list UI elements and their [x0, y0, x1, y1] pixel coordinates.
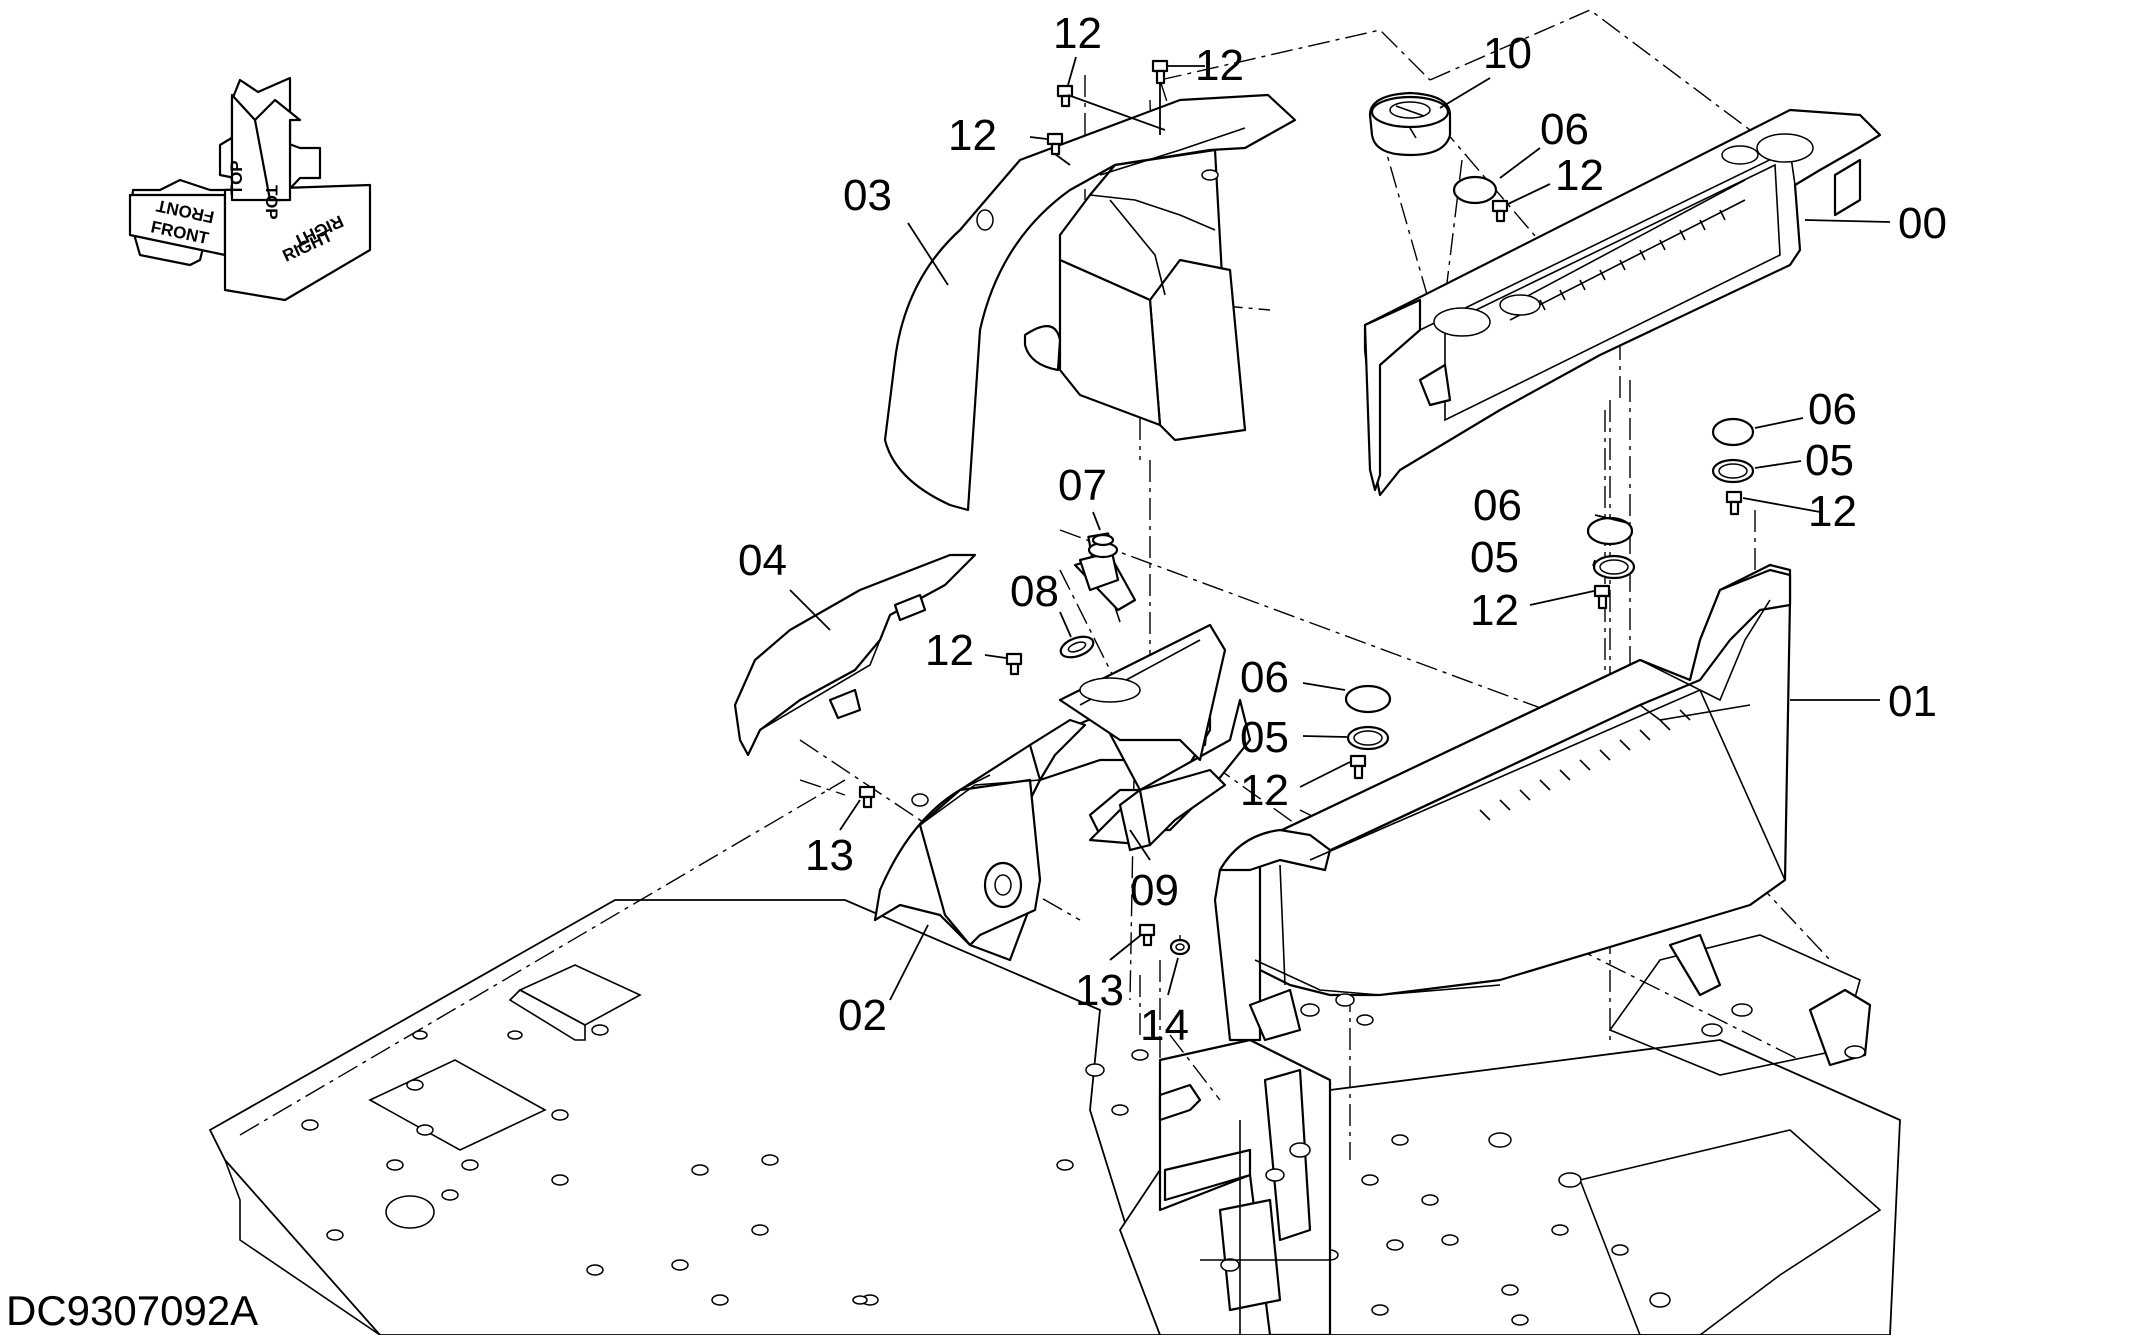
callout-02: 02 — [838, 991, 887, 1040]
cap-06-top — [1452, 175, 1498, 205]
bolt-items — [858, 59, 1743, 956]
bolt-12-right — [1725, 490, 1743, 516]
bolt-13-left — [858, 785, 876, 809]
callout-12-right: 12 — [1808, 487, 1857, 536]
callout-10: 10 — [1483, 29, 1532, 78]
callout-03: 03 — [843, 171, 892, 220]
callout-09: 09 — [1130, 866, 1179, 915]
callout-00: 00 — [1898, 199, 1947, 248]
part-07-socket — [1073, 532, 1137, 623]
callout-labels: 00 01 02 03 04 05 05 05 06 06 06 06 07 0… — [738, 9, 1947, 1050]
callout-13-left: 13 — [805, 831, 854, 880]
part-00-console — [1363, 108, 1882, 497]
callout-12-top-right: 12 — [1195, 41, 1244, 90]
callout-06-mid: 06 — [1473, 481, 1522, 530]
callout-13-lower: 13 — [1075, 966, 1124, 1015]
bolt-12-top-mid — [1151, 59, 1169, 85]
cap-06-items — [1344, 175, 1755, 714]
callout-04: 04 — [738, 536, 787, 585]
callout-12-top-left: 12 — [1053, 9, 1102, 58]
bolt-12-console — [1491, 199, 1509, 223]
callout-05-mid: 05 — [1470, 533, 1519, 582]
callout-12-console: 12 — [1555, 151, 1604, 200]
bolt-12-left — [1046, 132, 1064, 156]
callout-06-top: 06 — [1540, 105, 1589, 154]
callout-14: 14 — [1140, 1001, 1189, 1050]
bolt-12-mid — [1593, 584, 1611, 610]
part-02-column — [873, 623, 1252, 962]
callout-06-right: 06 — [1808, 385, 1857, 434]
callout-06-lower: 06 — [1240, 653, 1289, 702]
orientation-top-label: TOP — [227, 160, 246, 195]
callout-12-left: 12 — [948, 111, 997, 160]
orientation-top-label-mirror: TOP — [262, 185, 281, 220]
part-08-ring — [1059, 635, 1095, 659]
floor-plate — [208, 899, 1374, 1335]
part-01-tray — [1213, 563, 1792, 1042]
seat-bracket — [1158, 1038, 1332, 1335]
bolt-12-part02 — [1005, 652, 1023, 676]
callout-05-lower: 05 — [1240, 713, 1289, 762]
part-04-panel — [733, 553, 977, 757]
callout-07: 07 — [1058, 461, 1107, 510]
ring-05-items — [1346, 458, 1755, 751]
callout-08: 08 — [1010, 567, 1059, 616]
washer-14 — [1169, 938, 1191, 956]
cap-06-lower — [1344, 684, 1392, 714]
part-09-bracket — [1088, 768, 1227, 852]
part-03-cover — [883, 93, 1297, 512]
drawing-code: DC9307092A — [6, 1287, 258, 1334]
callout-05-right: 05 — [1805, 436, 1854, 485]
orientation-arrow-icon: TOP TOP FRONT FRONT RIGHT RIGHT — [128, 76, 372, 302]
leader-lines — [789, 56, 1891, 1001]
bolt-12-top-left — [1056, 84, 1074, 108]
bolt-13-lower — [1138, 923, 1156, 947]
callout-12-mid: 12 — [1470, 586, 1519, 635]
part-10-knob — [1368, 91, 1452, 157]
callout-12-lower: 12 — [1240, 766, 1289, 815]
callout-12-part02: 12 — [925, 626, 974, 675]
bolt-12-lower — [1349, 754, 1367, 780]
callout-01: 01 — [1888, 677, 1937, 726]
cap-06-right — [1711, 417, 1755, 447]
